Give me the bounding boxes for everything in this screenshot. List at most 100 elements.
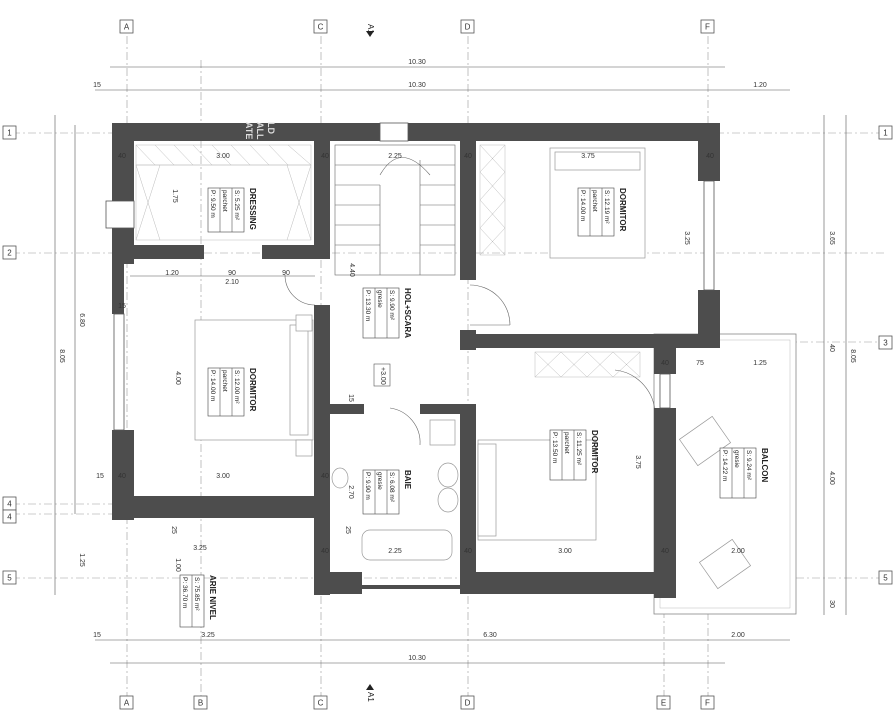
dim-top-right-balcony: 1.20 <box>753 82 767 89</box>
room-area-dressing: S: 5.25 m² <box>233 190 240 221</box>
room-perimeter-dormitor-se: P: 13.50 m <box>551 432 558 463</box>
top-dimensions: 10.30 10.30 15 1.20 <box>93 59 790 91</box>
dim-dressing-w: 3.00 <box>216 153 230 160</box>
axis-bubbles-right: 1 3 5 <box>878 125 893 585</box>
dim-right-upper: 3.65 <box>828 231 835 245</box>
dim-top-second: 10.30 <box>408 82 426 89</box>
axis-label-f: F <box>705 23 710 32</box>
dim-40-8: 40 <box>464 548 472 555</box>
axis-label-5: 5 <box>7 574 12 583</box>
room-floor-dressing: parchet <box>221 190 228 212</box>
dim-seg-325: 3.25 <box>193 545 207 552</box>
room-label-dormitor-ne: DORMITOR S: 12.19 m² parchet P: 14.00 m <box>577 187 627 237</box>
dim-right-small-bottom: 30 <box>828 600 835 608</box>
dim-dorm-ne-w: 3.75 <box>581 153 595 160</box>
interior-dimensions: 3.00 1.75 2.25 3.75 3.25 1.20 90 90 2.10… <box>118 153 767 555</box>
dim-seg-270: 2.70 <box>347 485 354 499</box>
axis-label-c: C <box>318 23 324 32</box>
room-area-dormitor-w: S: 12.00 m² <box>233 370 240 404</box>
dim-seg-15b: 15 <box>118 303 126 310</box>
dim-40-4: 40 <box>706 153 714 160</box>
axis-label-1: 1 <box>7 129 12 138</box>
axis-label-d-bottom: D <box>465 699 471 708</box>
room-perimeter-dormitor-ne: P: 14.00 m <box>579 190 586 221</box>
dim-bottom-seg-3: 2.00 <box>731 632 745 639</box>
dim-seg-15a: 15 <box>347 394 354 402</box>
section-arrow-bottom <box>366 684 374 690</box>
section-mark-bottom: A1 <box>366 692 375 702</box>
dim-seg-210: 2.10 <box>225 279 239 286</box>
dim-40-1: 40 <box>118 153 126 160</box>
dim-baie-w: 2.25 <box>388 548 402 555</box>
axis-label-d: D <box>465 23 471 32</box>
axis-label-a: A <box>124 23 130 32</box>
dim-seg-90a: 90 <box>228 270 236 277</box>
room-perimeter-hol-scara: P: 13.30 m <box>364 290 371 321</box>
dim-balcon-w: 2.00 <box>731 548 745 555</box>
room-label-baie: BAIE S: 6.08 m² gresie P: 9.90 m <box>362 469 412 515</box>
dim-left-overall: 8.05 <box>58 349 65 363</box>
dim-seg-440: 4.40 <box>348 263 355 277</box>
axis-label-4a: 4 <box>7 500 12 509</box>
room-name-hol-scara: HOL+SCARA <box>403 288 412 338</box>
room-name-balcon: BALCON <box>760 448 769 482</box>
dim-right-lower: 4.00 <box>828 471 835 485</box>
dim-left-small: 1.00 <box>174 558 181 572</box>
watermark-line-2: ALL <box>255 122 265 140</box>
room-floor-hol-scara: gresie <box>376 290 383 308</box>
axis-label-a-bottom: A <box>124 699 130 708</box>
bottom-dimensions: 15 3.25 6.30 2.00 10.30 <box>93 632 790 664</box>
room-area-baie: S: 6.08 m² <box>388 472 395 503</box>
room-name-dressing: DRESSING <box>248 188 257 230</box>
room-label-balcon: BALCON S: 9.24 m² gresie P: 14.22 m <box>719 447 769 499</box>
dim-left-lower: 1.25 <box>78 553 85 567</box>
dim-balcon-top: 1.25 <box>753 360 767 367</box>
room-name-dormitor-se: DORMITOR <box>590 430 599 474</box>
dim-seg-25a: 25 <box>170 526 177 534</box>
room-perimeter-balcon: P: 14.22 m <box>721 450 728 481</box>
dim-bottom-seg-2: 6.30 <box>483 632 497 639</box>
level-area-p: P: 36.70 m <box>181 577 188 608</box>
room-area-balcon: S: 9.24 m² <box>745 450 752 481</box>
dim-dorm-w-w: 3.00 <box>216 473 230 480</box>
axis-label-e: E <box>661 699 666 708</box>
dim-bottom-left-offset: 15 <box>93 632 101 639</box>
axis-label-5-right: 5 <box>883 574 888 583</box>
dim-40-3: 40 <box>464 153 472 160</box>
axis-label-c-bottom: C <box>318 699 324 708</box>
room-label-dormitor-w: DORMITOR S: 12.00 m² parchet P: 14.00 m <box>207 367 257 417</box>
room-name-baie: BAIE <box>403 470 412 490</box>
room-area-hol-scara: S: 9.90 m² <box>388 290 395 321</box>
windows <box>105 122 715 431</box>
watermark-line-3: ATE <box>244 122 254 139</box>
room-label-hol-scara: HOL+SCARA S: 9.90 m² gresie P: 13.30 m <box>362 287 412 339</box>
room-floor-balcon: gresie <box>733 450 740 468</box>
level-area-s: S: 75.85 m² <box>193 577 200 611</box>
dim-40-5: 40 <box>118 473 126 480</box>
room-floor-baie: gresie <box>376 472 383 490</box>
dim-40-10: 40 <box>661 360 669 367</box>
axis-label-3: 3 <box>883 339 888 348</box>
room-floor-dormitor-se: parchet <box>563 432 570 454</box>
dim-hol-w: 2.25 <box>388 153 402 160</box>
level-mark: +3.00 <box>379 367 386 385</box>
room-perimeter-baie: P: 9.90 m <box>364 472 371 500</box>
axis-label-4b: 4 <box>7 513 12 522</box>
dim-top-overall: 10.30 <box>408 59 426 66</box>
dim-40-7: 40 <box>321 548 329 555</box>
dim-right-overall: 8.05 <box>849 349 856 363</box>
room-label-dressing: DRESSING S: 5.25 m² parchet P: 9.50 m <box>207 187 257 233</box>
dim-top-left-offset: 15 <box>93 82 101 89</box>
dim-dorm-se-h: 3.75 <box>634 455 641 469</box>
right-dimensions: 3.65 40 4.00 30 8.05 <box>823 115 856 615</box>
dim-seg-25b: 25 <box>344 526 351 534</box>
dim-dressing-h: 1.75 <box>171 189 178 203</box>
dim-left-second: 6.80 <box>78 313 85 327</box>
section-arrow-top <box>366 31 374 37</box>
dim-bottom-overall: 10.30 <box>408 655 426 662</box>
room-label-dormitor-se: DORMITOR S: 11.25 m² parchet P: 13.50 m <box>549 429 599 481</box>
room-name-dormitor-w: DORMITOR <box>248 368 257 412</box>
dim-seg-90b: 90 <box>282 270 290 277</box>
axis-bubbles-bottom: A B C D E F <box>119 695 715 710</box>
